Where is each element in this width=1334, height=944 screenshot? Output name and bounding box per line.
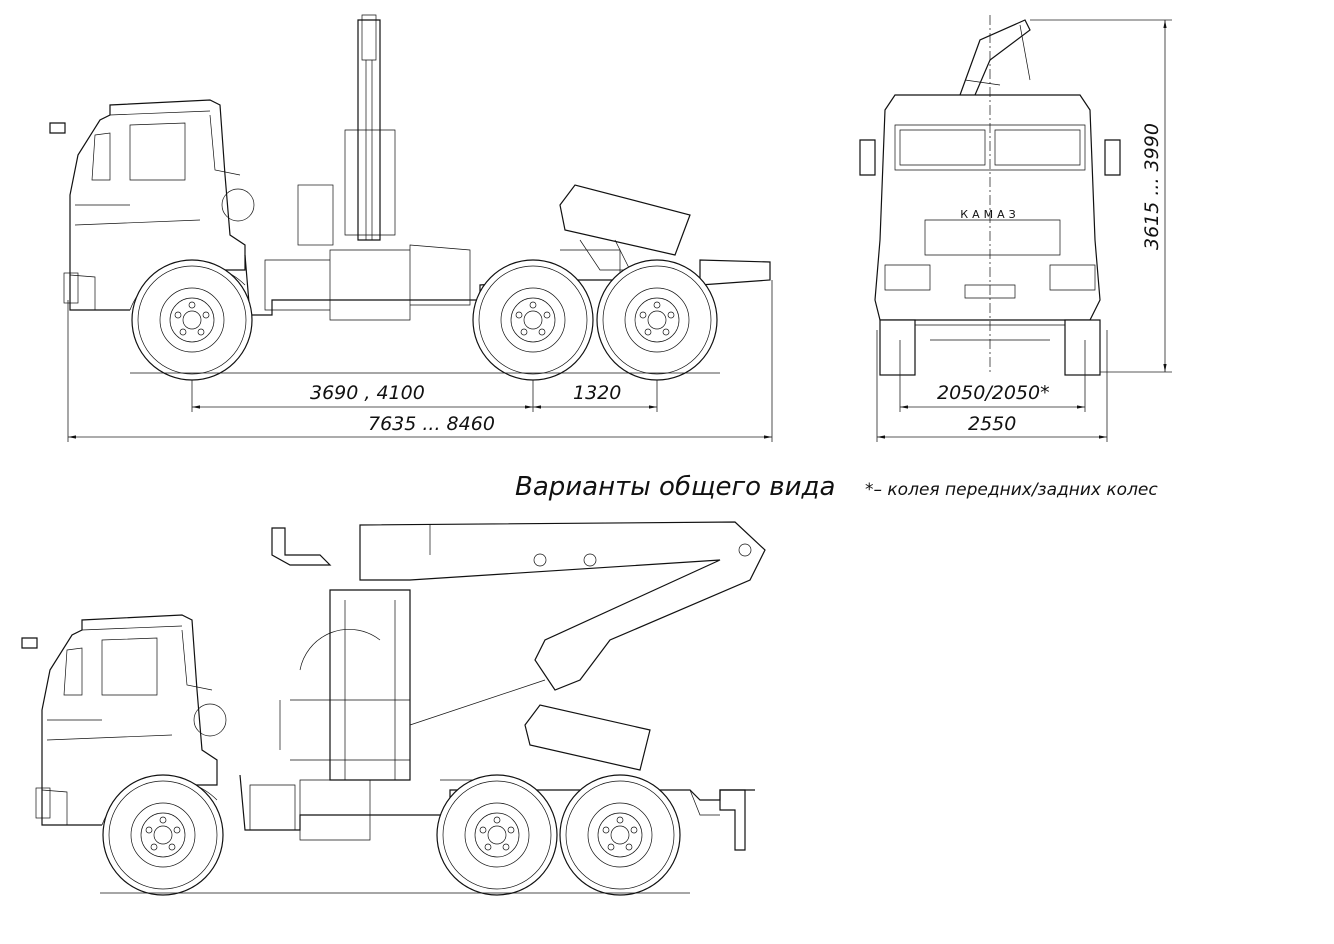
front-view-truck: КАМАЗ	[859, 15, 1121, 376]
overall-width-label: 2550	[968, 413, 1016, 435]
track-label: 2050/2050*	[937, 382, 1050, 404]
wheelbase-label: 3690 , 4100	[310, 382, 425, 404]
overall-length-label: 7635 ... 8460	[368, 413, 495, 435]
overall-height-label: 3615 ... 3990	[1141, 123, 1163, 250]
brand-logo: КАМАЗ	[960, 208, 1019, 221]
drawing-title: Варианты общего вида	[515, 472, 835, 502]
side-view-truck	[49, 14, 771, 381]
footnote: *– колея передних/задних колес	[865, 480, 1158, 500]
side-view-truck-crane-deployed	[21, 521, 766, 896]
side-dimensions: 3690 , 4100 1320 7635 ... 8460	[67, 280, 773, 442]
front-dimensions: 2050/2050* 2550 3615 ... 3990	[876, 19, 1172, 442]
rear-axle-spacing-label: 1320	[573, 382, 621, 404]
